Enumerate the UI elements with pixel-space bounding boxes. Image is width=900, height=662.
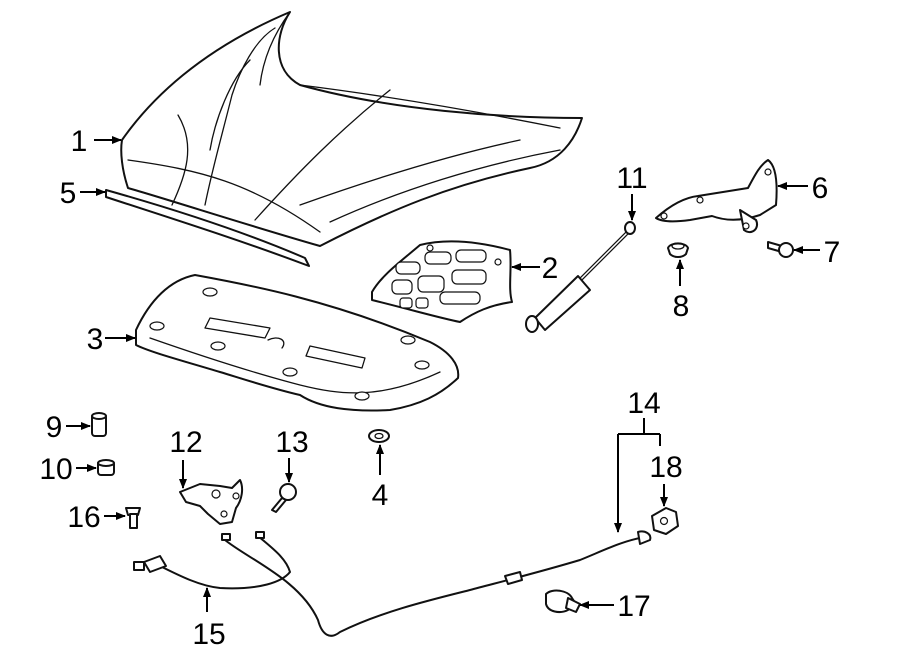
callout-18: 18 [649, 451, 682, 484]
release-handle [545, 589, 581, 613]
callout-11: 11 [616, 162, 647, 195]
cable-clip [651, 507, 679, 535]
callout-13: 13 [275, 426, 308, 459]
callout-10: 10 [39, 453, 72, 486]
latch-bolt [271, 483, 297, 513]
callout-4: 4 [372, 479, 389, 512]
callout-7: 7 [824, 236, 841, 269]
callout-16: 16 [67, 501, 100, 534]
hinge-nut [667, 242, 689, 258]
hood-latch [179, 479, 244, 525]
callout-9: 9 [46, 411, 63, 444]
callout-8: 8 [673, 290, 690, 323]
hood-hinge [655, 159, 778, 234]
hood-seal-strip [105, 189, 310, 267]
callout-14: 14 [627, 387, 660, 420]
hood-lift-support [525, 221, 636, 333]
callout-5: 5 [60, 177, 77, 210]
callout-1: 1 [71, 125, 88, 158]
hood-bumper-short [97, 459, 115, 476]
callout-2: 2 [542, 252, 559, 285]
insulator-retainer [368, 429, 390, 443]
leader-14-bracket [617, 418, 661, 530]
hinge-bolt [767, 241, 794, 258]
callout-12: 12 [169, 426, 202, 459]
latch-release-cable [133, 530, 652, 637]
leader-lines [66, 136, 820, 612]
callout-labels: 1 2 3 4 5 6 7 8 9 10 11 12 13 14 15 16 1… [39, 125, 840, 651]
callout-6: 6 [812, 172, 829, 205]
bumper-bolt [125, 507, 141, 529]
callout-3: 3 [87, 323, 104, 356]
callout-17: 17 [617, 590, 650, 623]
hood-insulator [135, 274, 460, 412]
hood-panel [120, 11, 583, 247]
hood-reinforcement [371, 240, 513, 323]
hood-bumper-tall [91, 412, 107, 437]
callout-15: 15 [192, 618, 225, 651]
